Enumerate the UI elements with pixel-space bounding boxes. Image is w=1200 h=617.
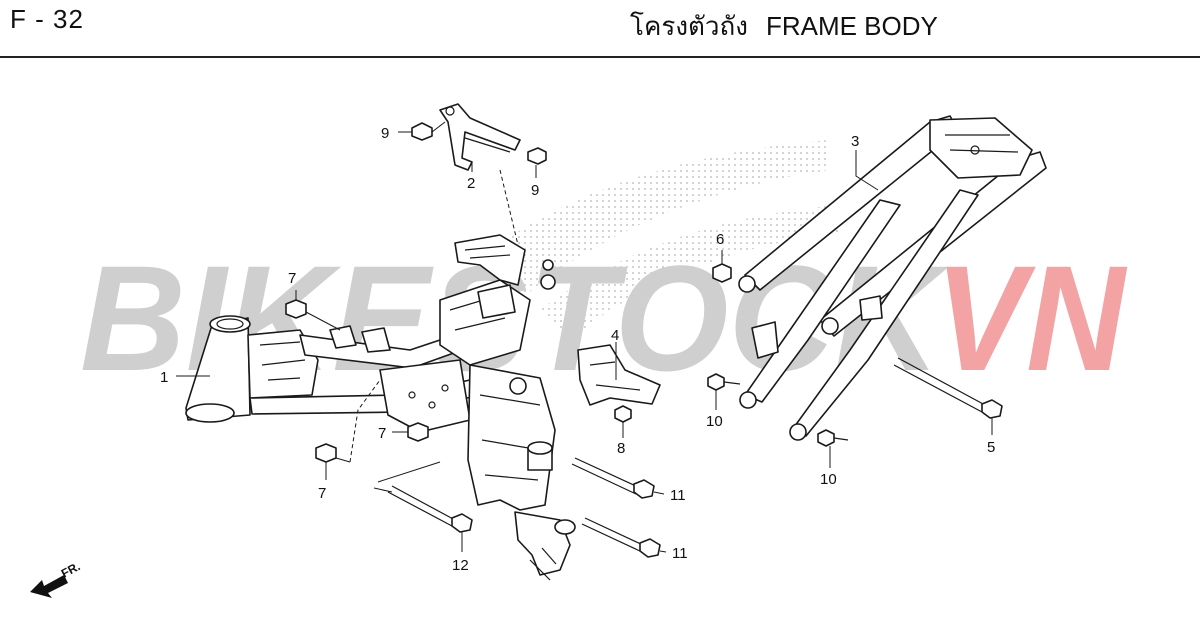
watermark-swoosh: [480, 140, 830, 300]
title-english: FRAME BODY: [765, 11, 938, 41]
page-title: โครงตัวถัง FRAME BODY: [630, 6, 938, 47]
callout-10-right: 10: [820, 471, 837, 488]
fasteners: [285, 122, 1003, 558]
page-header: F - 32 โครงตัวถัง FRAME BODY: [0, 0, 1200, 58]
callout-4: 4: [611, 327, 619, 344]
callouts: 1 2 3 4 5 6 7 7 7 8 9 9 10 10 11 11 12: [160, 125, 995, 574]
callout-11-lower: 11: [672, 545, 688, 562]
front-arrow-icon: [30, 575, 68, 598]
header-divider: [0, 56, 1200, 58]
upper-bracket: [439, 103, 521, 171]
page-code: F - 32: [10, 4, 84, 34]
callout-1: 1: [160, 369, 168, 386]
callout-7-lower: 7: [318, 485, 326, 502]
front-direction-indicator: FR.: [30, 559, 82, 598]
bracket-plate: [577, 344, 661, 406]
watermark-swoosh-lower: [540, 205, 840, 340]
callout-11-upper: 11: [670, 487, 686, 504]
callout-7-upper: 7: [288, 270, 296, 287]
callout-9-left: 9: [381, 125, 389, 142]
callout-12: 12: [452, 557, 469, 574]
callout-6: 6: [716, 231, 724, 248]
watermark-text-right: VN: [935, 234, 1127, 402]
callout-2: 2: [467, 175, 475, 192]
callout-10-left: 10: [706, 413, 723, 430]
leader-lines: [176, 121, 993, 553]
callout-5: 5: [987, 439, 995, 456]
callout-8: 8: [617, 440, 625, 457]
callout-9-right: 9: [531, 182, 539, 199]
main-frame: [185, 234, 576, 581]
callout-7-middle: 7: [378, 425, 386, 442]
title-thai: โครงตัวถัง: [630, 11, 748, 41]
rear-subframe: [738, 115, 1047, 441]
callout-3: 3: [851, 133, 859, 150]
